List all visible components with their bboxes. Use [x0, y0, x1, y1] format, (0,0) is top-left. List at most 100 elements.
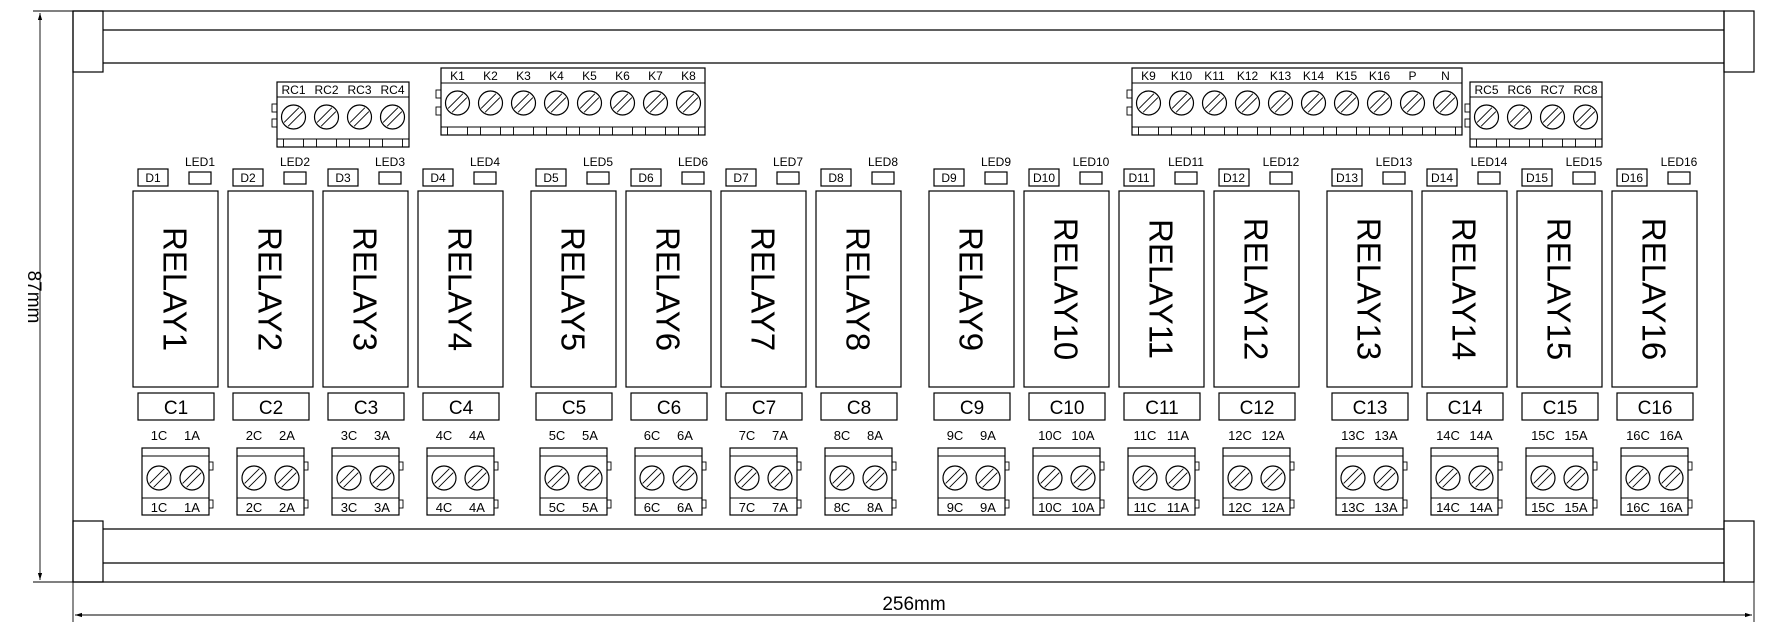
output-terminal [1032, 447, 1101, 516]
terminal-label: RC6 [1507, 83, 1531, 97]
diode-label: D5 [543, 171, 559, 185]
screw-icon [1572, 104, 1599, 130]
led-label: LED10 [1073, 155, 1110, 169]
diode-label: D4 [430, 171, 446, 185]
relay-label: RELAY9 [953, 227, 990, 351]
capacitor [933, 392, 1011, 421]
screw-icon [1435, 465, 1461, 491]
screw-icon [1234, 90, 1261, 116]
screw-icon [975, 465, 1001, 491]
relay-label: RELAY3 [347, 227, 384, 351]
terminal-label: N [1441, 69, 1450, 83]
capacitor-label: C15 [1543, 398, 1578, 419]
terminal-bottom-label: 4C [436, 500, 453, 515]
screw-icon [577, 465, 603, 491]
led-label: LED16 [1661, 155, 1698, 169]
terminal-label: K3 [516, 69, 531, 83]
relay-body [1326, 190, 1413, 388]
screw-icon [1530, 465, 1556, 491]
led [1079, 171, 1103, 185]
terminal-bottom-label: 11A [1167, 500, 1189, 515]
relay-label: RELAY14 [1446, 218, 1483, 360]
terminal-bottom-label: 6A [677, 500, 693, 515]
terminal-top-label: 2A [279, 428, 295, 443]
diode-label: D11 [1128, 171, 1149, 185]
screw-icon [829, 465, 855, 491]
capacitor [725, 392, 803, 421]
terminal-top-label: 6A [677, 428, 693, 443]
din-rail-frame [72, 10, 1755, 583]
screw-icon [431, 465, 457, 491]
terminal-top-label: 13A [1374, 428, 1397, 443]
led [1174, 171, 1198, 185]
relay-body [530, 190, 617, 388]
terminal-label: K1 [450, 69, 465, 83]
screw-icon [672, 465, 698, 491]
output-terminal [141, 447, 210, 516]
diode-label: D10 [1033, 171, 1055, 185]
screw-icon [576, 90, 603, 116]
diode-label: D13 [1336, 171, 1358, 185]
output-terminal [1127, 447, 1196, 516]
terminal-bottom-label: 3A [374, 500, 390, 515]
led-label: LED14 [1471, 155, 1508, 169]
output-terminal [426, 447, 495, 516]
terminal-bottom-label: 15C [1531, 500, 1555, 515]
screw-icon [1366, 90, 1393, 116]
capacitor-label: C3 [354, 398, 378, 419]
led [1572, 171, 1596, 185]
led [283, 171, 307, 185]
output-terminal [236, 447, 305, 516]
terminal-label: K2 [483, 69, 498, 83]
capacitor [422, 392, 500, 421]
screw-icon [544, 465, 570, 491]
width-label: 256mm [882, 594, 945, 615]
capacitor-label: C7 [752, 398, 776, 419]
led-label: LED9 [981, 155, 1011, 169]
screw-icon [1201, 90, 1228, 116]
relay-body [720, 190, 807, 388]
led-label: LED15 [1566, 155, 1603, 169]
relay-body [1118, 190, 1205, 388]
terminal-bottom-label: 2C [246, 500, 263, 515]
terminal-top-label: 10A [1071, 428, 1094, 443]
led-label: LED8 [868, 155, 898, 169]
screw-icon [942, 465, 968, 491]
terminal-top-label: 1C [151, 428, 168, 443]
terminal-top-label: 10C [1038, 428, 1062, 443]
terminal-top-label: 16A [1659, 428, 1682, 443]
screw-icon [1227, 465, 1253, 491]
terminal-label: K10 [1171, 69, 1193, 83]
relay-label: RELAY2 [252, 227, 289, 351]
rail-end-top-right [1723, 10, 1755, 73]
led [1477, 171, 1501, 185]
terminal-bottom-label: 6C [644, 500, 661, 515]
capacitor [232, 392, 310, 421]
screw-icon [1165, 465, 1191, 491]
diode-label: D2 [240, 171, 256, 185]
led-label: LED7 [773, 155, 803, 169]
led-label: LED6 [678, 155, 708, 169]
screw-icon [1340, 465, 1366, 491]
diode-label: D8 [828, 171, 844, 185]
terminal-bottom-label: 8A [867, 500, 883, 515]
relay-body [1213, 190, 1300, 388]
diode [1123, 168, 1155, 187]
relay-label: RELAY5 [555, 227, 592, 351]
terminal-bottom-label: 4A [469, 500, 485, 515]
terminal-bottom-label: 9A [980, 500, 996, 515]
diode-label: D14 [1431, 171, 1453, 185]
terminal-label: K14 [1303, 69, 1325, 83]
capacitor [820, 392, 898, 421]
diode-label: D12 [1223, 171, 1245, 185]
screw-icon [510, 90, 537, 116]
relay-body [815, 190, 902, 388]
